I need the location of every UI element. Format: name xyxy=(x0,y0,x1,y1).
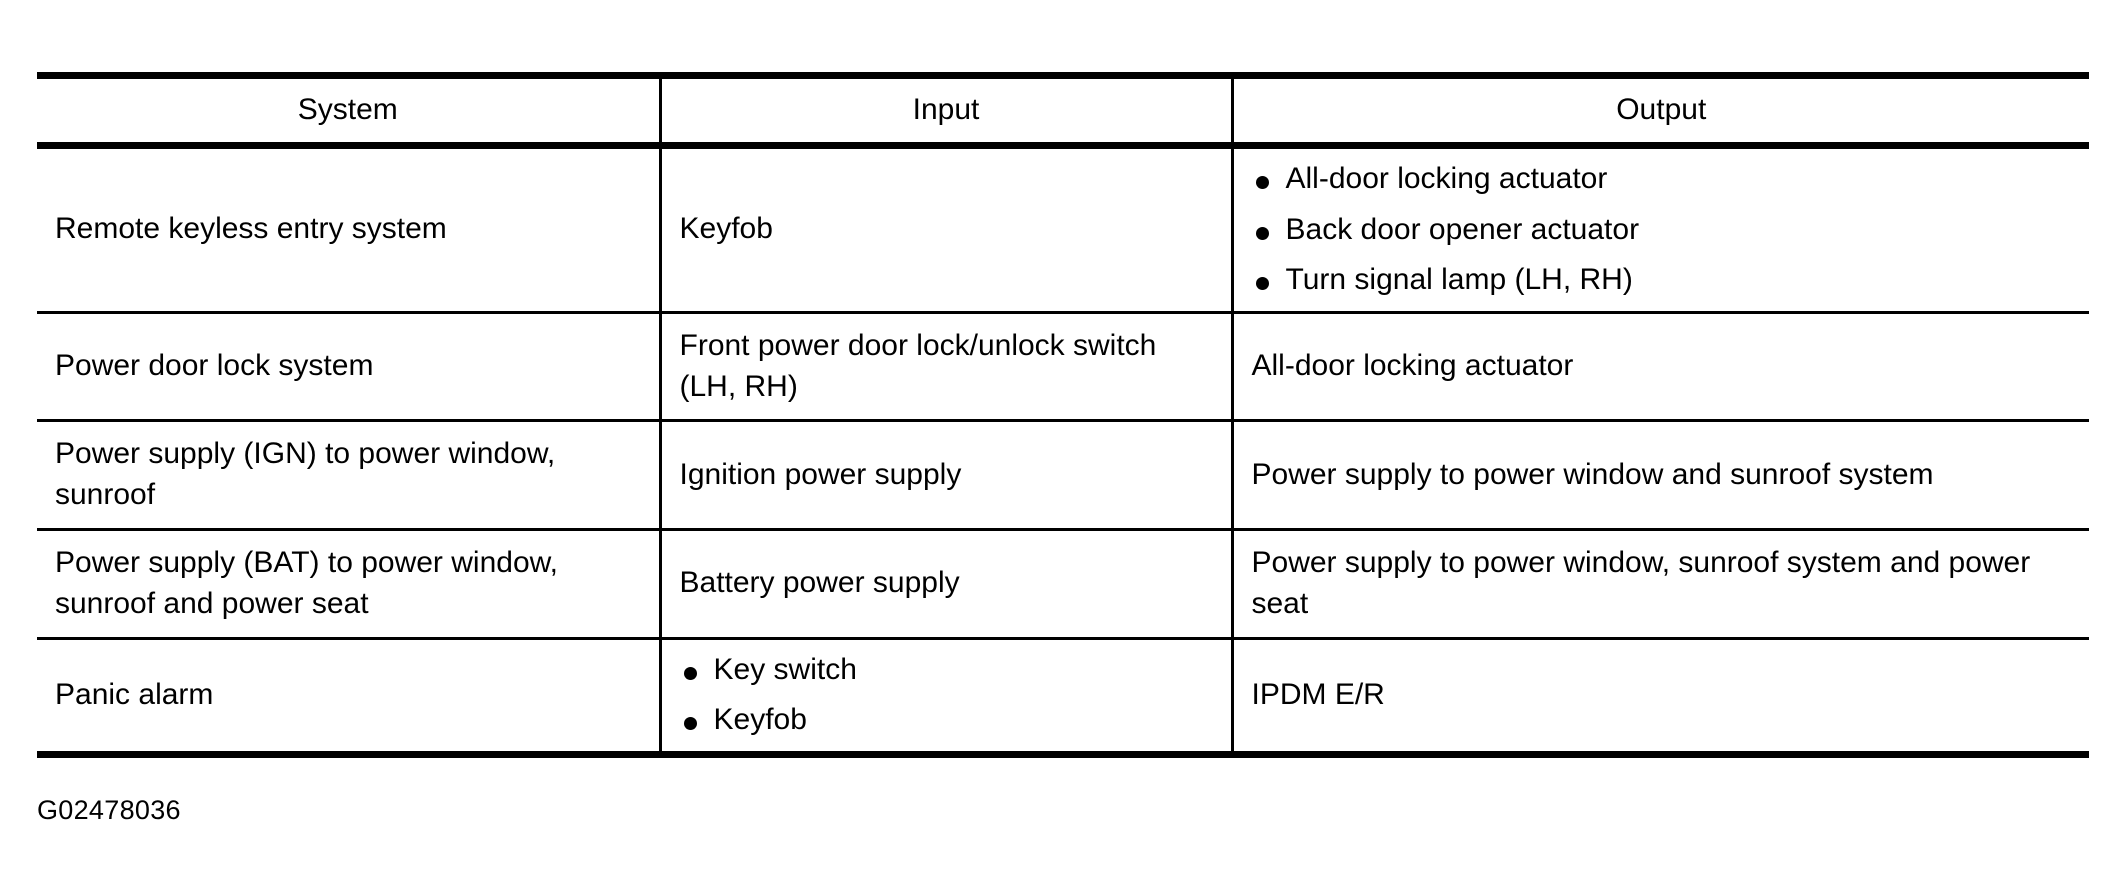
list-item-label: Key switch xyxy=(713,652,857,686)
output-value: Power supply to power window, sunroof sy… xyxy=(1251,545,2031,620)
list-item-label: Keyfob xyxy=(713,703,807,737)
system-name: Panic alarm xyxy=(55,677,214,711)
input-value: Ignition power supply xyxy=(679,457,962,491)
cell-input: Key switch Keyfob xyxy=(658,638,1232,758)
list-item: Keyfob xyxy=(680,702,1215,739)
table-header: System Input Output xyxy=(37,72,2089,149)
bullet-icon xyxy=(1255,277,1269,291)
output-bullet-list: All-door locking actuator Back door open… xyxy=(1252,161,2074,299)
list-item: Back door opener actuator xyxy=(1252,212,2074,249)
system-input-output-table: System Input Output Remote keyless entry… xyxy=(37,72,2089,758)
output-value: IPDM E/R xyxy=(1251,677,1385,711)
bullet-icon xyxy=(1255,226,1269,240)
bullet-icon xyxy=(683,666,697,680)
header-row: System Input Output xyxy=(37,72,2089,149)
table-row: Power door lock system Front power door … xyxy=(37,312,2089,423)
list-item: Key switch xyxy=(680,652,1215,689)
table-row: Remote keyless entry system Keyfob All-d… xyxy=(37,145,2089,314)
cell-input: Battery power supply xyxy=(658,529,1232,640)
column-header-input: Input xyxy=(658,72,1232,149)
list-item: All-door locking actuator xyxy=(1252,161,2074,198)
list-item: Turn signal lamp (LH, RH) xyxy=(1252,262,2074,299)
cell-system: Remote keyless entry system xyxy=(37,145,660,314)
table-body: Remote keyless entry system Keyfob All-d… xyxy=(37,145,2089,758)
cell-output: Power supply to power window, sunroof sy… xyxy=(1230,529,2089,640)
cell-input: Ignition power supply xyxy=(658,420,1232,531)
bullet-icon xyxy=(683,717,697,731)
system-name: Power supply (IGN) to power window, sunr… xyxy=(55,437,556,512)
spec-table-container: System Input Output Remote keyless entry… xyxy=(37,72,2089,758)
list-item-label: All-door locking actuator xyxy=(1285,162,1608,195)
cell-system: Power supply (IGN) to power window, sunr… xyxy=(37,420,660,531)
cell-output: IPDM E/R xyxy=(1230,638,2089,758)
system-name: Power supply (BAT) to power window, sunr… xyxy=(55,545,558,620)
cell-system: Power door lock system xyxy=(37,312,660,423)
input-bullet-list: Key switch Keyfob xyxy=(680,652,1215,739)
output-value: Power supply to power window and sunroof… xyxy=(1251,457,1934,491)
cell-output: Power supply to power window and sunroof… xyxy=(1230,420,2089,531)
bullet-icon xyxy=(1255,176,1269,189)
list-item-label: Turn signal lamp (LH, RH) xyxy=(1285,263,1633,297)
cell-input: Front power door lock/unlock switch (LH,… xyxy=(658,312,1232,423)
input-value: Keyfob xyxy=(679,212,773,246)
table-row: Power supply (IGN) to power window, sunr… xyxy=(37,420,2089,531)
cell-output: All-door locking actuator Back door open… xyxy=(1230,145,2089,314)
input-value: Front power door lock/unlock switch (LH,… xyxy=(679,328,1157,403)
table-row: Panic alarm Key switch Keyfob xyxy=(37,638,2089,758)
system-name: Power door lock system xyxy=(55,349,374,383)
list-item-label: Back door opener actuator xyxy=(1285,212,1640,246)
output-value: All-door locking actuator xyxy=(1251,349,1574,383)
cell-system: Power supply (BAT) to power window, sunr… xyxy=(37,529,660,640)
cell-output: All-door locking actuator xyxy=(1230,312,2089,423)
system-name: Remote keyless entry system xyxy=(55,212,447,246)
figure-id-label: G02478036 xyxy=(37,795,181,825)
column-header-system: System xyxy=(37,72,660,149)
input-value: Battery power supply xyxy=(679,566,960,600)
cell-system: Panic alarm xyxy=(37,638,660,758)
column-header-output: Output xyxy=(1230,72,2089,149)
cell-input: Keyfob xyxy=(658,145,1232,314)
table-row: Power supply (BAT) to power window, sunr… xyxy=(37,529,2089,640)
